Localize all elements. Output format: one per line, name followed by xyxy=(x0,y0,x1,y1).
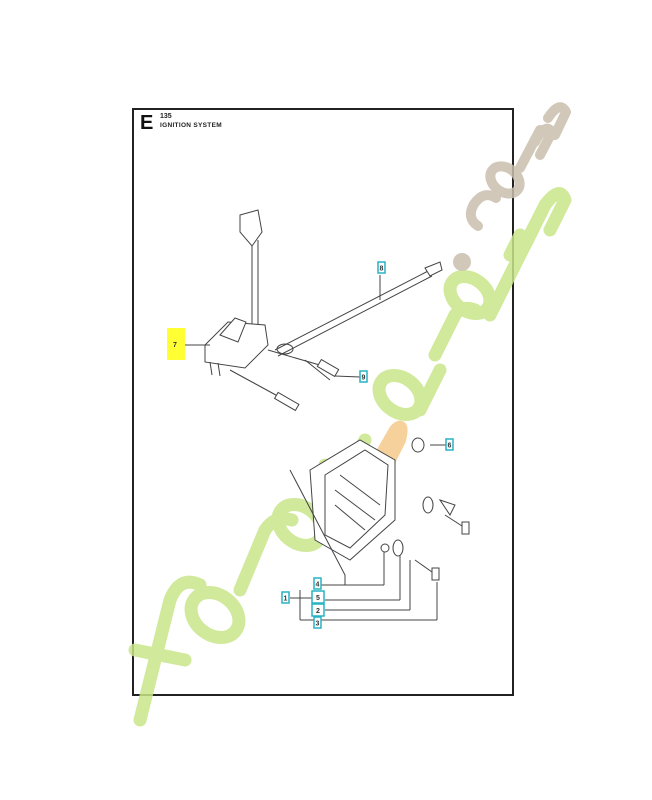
svg-text:8: 8 xyxy=(380,266,384,273)
svg-text:4: 4 xyxy=(316,582,320,589)
svg-text:7: 7 xyxy=(173,342,177,349)
svg-text:3: 3 xyxy=(316,621,320,628)
callout-9[interactable]: 9 xyxy=(359,370,368,383)
callout-5[interactable]: 5 xyxy=(311,590,325,604)
svg-text:1: 1 xyxy=(284,596,288,603)
callout-7[interactable]: 7 xyxy=(167,328,185,360)
svg-text:5: 5 xyxy=(316,595,320,602)
callout-2[interactable]: 2 xyxy=(311,603,325,617)
section-letter: E xyxy=(140,112,154,134)
diagram-frame xyxy=(132,108,514,696)
callout-6[interactable]: 6 xyxy=(445,438,454,451)
svg-text:2: 2 xyxy=(316,608,320,615)
callout-3[interactable]: 3 xyxy=(313,616,322,629)
svg-text:6: 6 xyxy=(448,443,452,450)
section-number: 135 xyxy=(160,113,172,120)
callout-8[interactable]: 8 xyxy=(377,261,386,274)
flywheel-drawing xyxy=(180,275,470,621)
callout-1[interactable]: 1 xyxy=(281,591,290,604)
watermark-logo xyxy=(128,102,572,727)
ignition-module-drawing xyxy=(204,209,443,412)
section-title: IGNITION SYSTEM xyxy=(160,122,222,129)
callout-4[interactable]: 4 xyxy=(313,577,322,590)
svg-text:9: 9 xyxy=(362,375,366,382)
